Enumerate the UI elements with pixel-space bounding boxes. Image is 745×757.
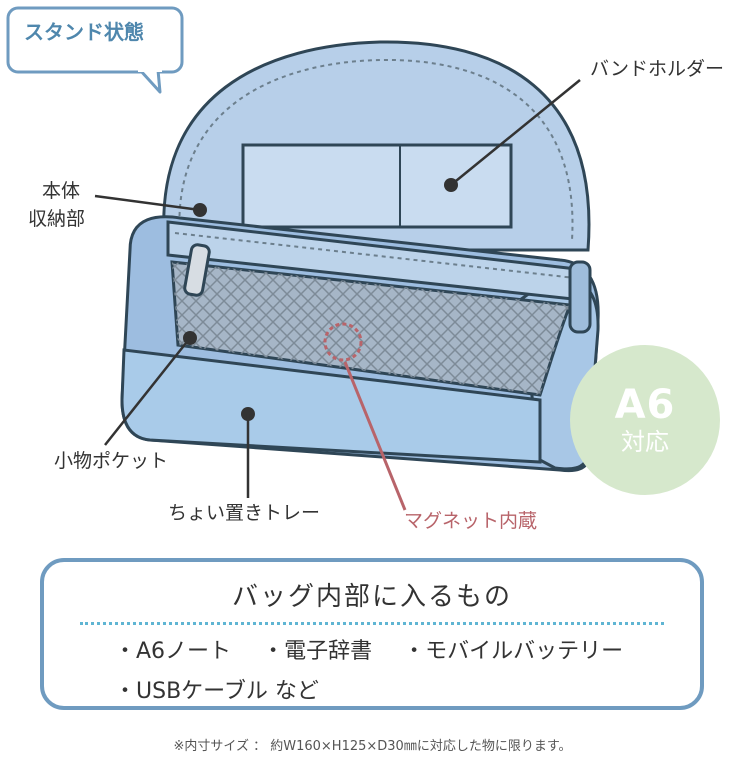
list-item: ・モバイルバッテリー: [403, 639, 624, 664]
list-item: ・USBケーブル など: [114, 679, 319, 704]
label-main-storage-2: 収納部: [28, 208, 86, 230]
tray: [120, 348, 542, 464]
speech-bubble: [6, 6, 184, 94]
label-magnet: マグネット内蔵: [404, 510, 538, 532]
label-tray: ちょい置きトレー: [168, 502, 321, 524]
a6-badge: A6 対応: [570, 345, 720, 495]
badge-size: A6: [614, 382, 676, 428]
dotted-divider: [80, 622, 664, 625]
bag-illustration: [6, 6, 600, 511]
badge-note: 対応: [621, 428, 669, 456]
bubble-label: スタンド状態: [24, 20, 144, 44]
contents-title: バッグ内部に入るもの: [231, 582, 512, 612]
magnet-marker: [323, 322, 363, 362]
label-main-storage-1: 本体: [42, 180, 81, 202]
list-item: ・電子辞書: [262, 639, 373, 664]
band-holder: [241, 143, 513, 229]
contents-list: ・A6ノート ・電子辞書 ・モバイルバッテリー ・USBケーブル など: [114, 632, 680, 712]
contents-row-1: ・A6ノート ・電子辞書 ・モバイルバッテリー: [114, 632, 680, 672]
contents-box: バッグ内部に入るもの ・A6ノート ・電子辞書 ・モバイルバッテリー ・USBケ…: [40, 558, 704, 710]
footnote: ※内寸サイズ ： 約W160×H125×D30㎜に対応した物に限ります。: [173, 739, 572, 754]
label-small-pocket: 小物ポケット: [54, 450, 169, 472]
label-band-holder: バンドホルダー: [590, 58, 724, 80]
list-item: ・A6ノート: [114, 639, 232, 664]
contents-row-2: ・USBケーブル など: [114, 672, 680, 712]
